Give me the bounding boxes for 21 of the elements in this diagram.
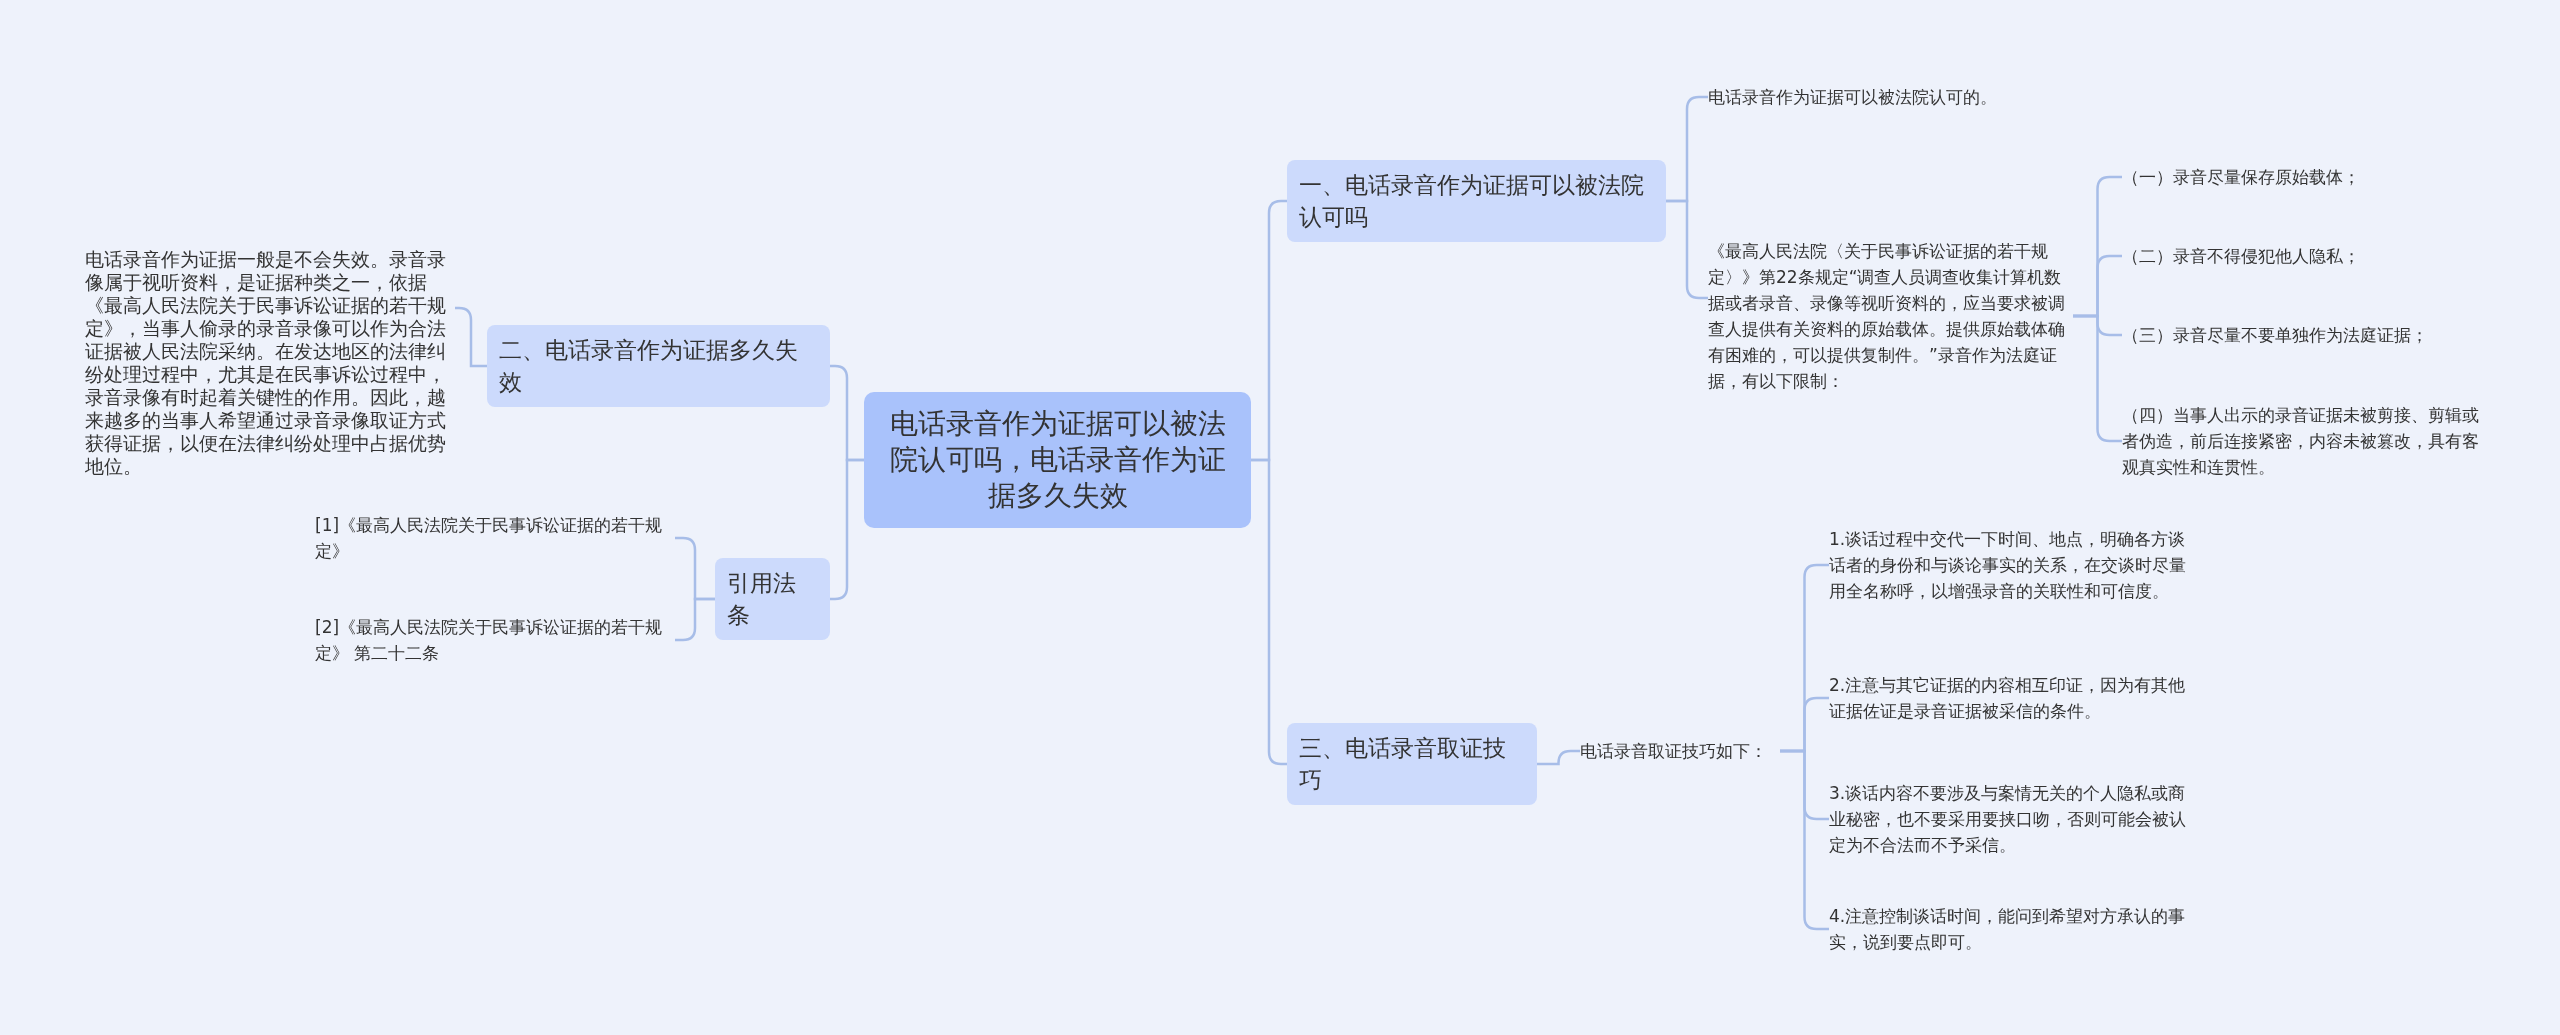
leaf-text: 电话录音作为证据可以被法院认可的。 (1708, 84, 2068, 110)
leaf-text: 3.谈话内容不要涉及与案情无关的个人隐私或商业秘密，也不要采用要挟口吻，否则可能会被认定为不合法而不予采信。 (1829, 780, 2191, 858)
topic-box: 二、电话录音作为证据多久失效 (487, 325, 830, 407)
connector-line (675, 597, 715, 642)
leaf-text: （一）录音尽量保存原始载体； (2122, 164, 2522, 190)
leaf-text: 2.注意与其它证据的内容相互印证，因为有其他证据佐证是录音证据被采信的条件。 (1829, 672, 2191, 724)
leaf-text: 电话录音作为证据一般是不会失效。录音录像属于视听资料，是证据种类之一，依据《最高人民法院关于民事诉讼证据的若干规定》，当事人偷录的录音录像可以作为合法证据被人民法院采纳。在发达地区的法律纠纷处理过程中，尤其是在民事诉讼过程中，录音录像有时起着关键性的作用。因此，越来越多的当事人希望通过录音录像取证方式获得证据，以便在法律纠纷处理中占据优势地位。 (85, 248, 455, 478)
connector-line (1537, 749, 1580, 766)
topic-box: 一、电话录音作为证据可以被法院认可吗 (1287, 160, 1666, 242)
topic-box: 引用法条 (715, 558, 830, 640)
leaf-text: （三）录音尽量不要单独作为法庭证据； (2122, 322, 2522, 348)
leaf-text: 《最高人民法院〈关于民事诉讼证据的若干规定〉》第22条规定“调查人员调查收集计算机数据或者录音、录像等视听资料的，应当要求被调查人提供有关资料的原始载体。提供原始载体确有困难的，可以提供复制件。”录音作为法庭证据，有以下限制： (1708, 238, 2073, 394)
leaf-text: 1.谈话过程中交代一下时间、地点，明确各方谈话者的身份和与谈论事实的关系，在交谈时尽量用全名称呼，以增强录音的关联性和可信度。 (1829, 526, 2191, 604)
leaf-text: [2]《最高人民法院关于民事诉讼证据的若干规定》 第二十二条 (315, 614, 675, 666)
central-topic-box: 电话录音作为证据可以被法院认可吗，电话录音作为证据多久失效 (864, 392, 1251, 528)
leaf-text: 电话录音取证技巧如下： (1580, 738, 1780, 764)
leaf-text: （四）当事人出示的录音证据未被剪接、剪辑或者伪造，前后连接紧密，内容未被篡改，具有客观真实性和连贯性。 (2122, 402, 2492, 480)
leaf-text: [1]《最高人民法院关于民事诉讼证据的若干规定》 (315, 512, 675, 564)
topic-box: 三、电话录音取证技巧 (1287, 723, 1537, 805)
leaf-text: 4.注意控制谈话时间，能问到希望对方承认的事实，说到要点即可。 (1829, 903, 2191, 955)
leaf-text: （二）录音不得侵犯他人隐私； (2122, 243, 2522, 269)
